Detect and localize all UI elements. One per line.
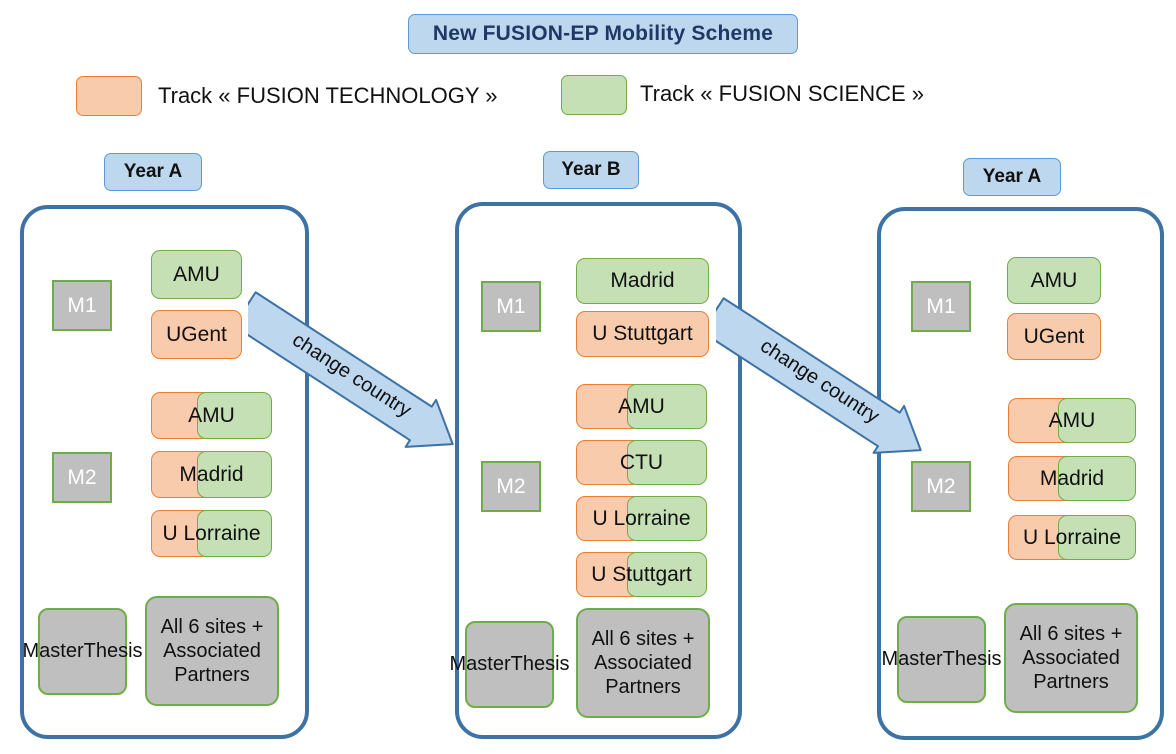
thesis-line-1: Master [449,653,511,675]
year-tag-panel-2: Year B [543,151,639,189]
entry-panel-2-m2-2: U Lorraine [576,496,707,541]
thesis-line-1: Master [881,648,943,670]
stage-label-m1-panel-3: M1 [911,281,971,332]
entry-half-science [1058,515,1136,560]
sites-line-1: All 6 sites + [591,628,695,650]
sites-line-2: Associated [594,652,692,674]
thesis-box-panel-1: Master Thesis [22,608,143,695]
stage-label-m2-panel-2: M2 [481,461,541,512]
sites-line-3: Partners [1033,671,1109,693]
thesis-line-1: Master [22,640,84,662]
entry-half-science [627,496,707,541]
stage-label-m1-panel-1: M1 [52,280,112,331]
sites-line-2: Associated [163,640,261,662]
entry-panel-2-m2-1: CTU [576,440,707,485]
legend-label-fusion-technology: Track « FUSION TECHNOLOGY » [158,83,498,108]
entry-half-science [1058,398,1136,443]
sites-box-panel-3: All 6 sites + Associated Partners [1004,603,1138,713]
thesis-line-2: Thesis [510,653,570,675]
entry-panel-3-m1-0: AMU [1007,257,1101,304]
entry-half-science [1058,456,1136,501]
entry-half-science [627,440,707,485]
entry-half-science [627,552,707,597]
entry-panel-1-m1-0: AMU [151,250,242,299]
year-tag-panel-1: Year A [104,153,202,191]
sites-box-panel-2: All 6 sites + Associated Partners [576,608,710,718]
legend-swatch-fusion-technology [76,76,142,116]
entry-panel-3-m1-1: UGent [1007,313,1101,360]
sites-line-1: All 6 sites + [160,616,264,638]
sites-line-1: All 6 sites + [1019,623,1123,645]
entry-half-science [197,451,272,498]
entry-panel-2-m2-0: AMU [576,384,707,429]
arrow-right-icon [700,297,922,454]
legend-swatch-fusion-science [561,75,627,115]
stage-label-m1-panel-2: M1 [481,281,541,332]
entry-panel-3-m2-1: Madrid [1008,456,1136,501]
entry-half-science [627,384,707,429]
change-country-arrow-2: change country [700,288,996,468]
entry-panel-3-m2-0: AMU [1008,398,1136,443]
arrow-right-icon [232,291,454,448]
page-title: New FUSION-EP Mobility Scheme [408,14,798,54]
stage-label-m2-panel-1: M2 [52,452,112,503]
entry-half-science [197,510,272,557]
sites-line-3: Partners [605,676,681,698]
entry-panel-2-m1-1: U Stuttgart [576,311,709,357]
change-country-arrow-1: change country [232,282,528,462]
year-tag-panel-3: Year A [963,158,1061,196]
sites-line-3: Partners [174,664,250,686]
legend-label-fusion-science: Track « FUSION SCIENCE » [640,81,925,106]
sites-box-panel-1: All 6 sites + Associated Partners [145,596,279,706]
thesis-line-2: Thesis [942,648,1002,670]
entry-panel-1-m1-1: UGent [151,310,242,359]
sites-line-2: Associated [1022,647,1120,669]
entry-panel-2-m1-0: Madrid [576,258,709,304]
entry-panel-3-m2-2: U Lorraine [1008,515,1136,560]
stage-label-m2-panel-3: M2 [911,461,971,512]
entry-panel-2-m2-3: U Stuttgart [576,552,707,597]
entry-panel-1-m2-2: U Lorraine [151,510,272,557]
thesis-line-2: Thesis [83,640,143,662]
thesis-box-panel-3: Master Thesis [881,616,1002,703]
thesis-box-panel-2: Master Thesis [449,621,570,708]
entry-half-science [197,392,272,439]
